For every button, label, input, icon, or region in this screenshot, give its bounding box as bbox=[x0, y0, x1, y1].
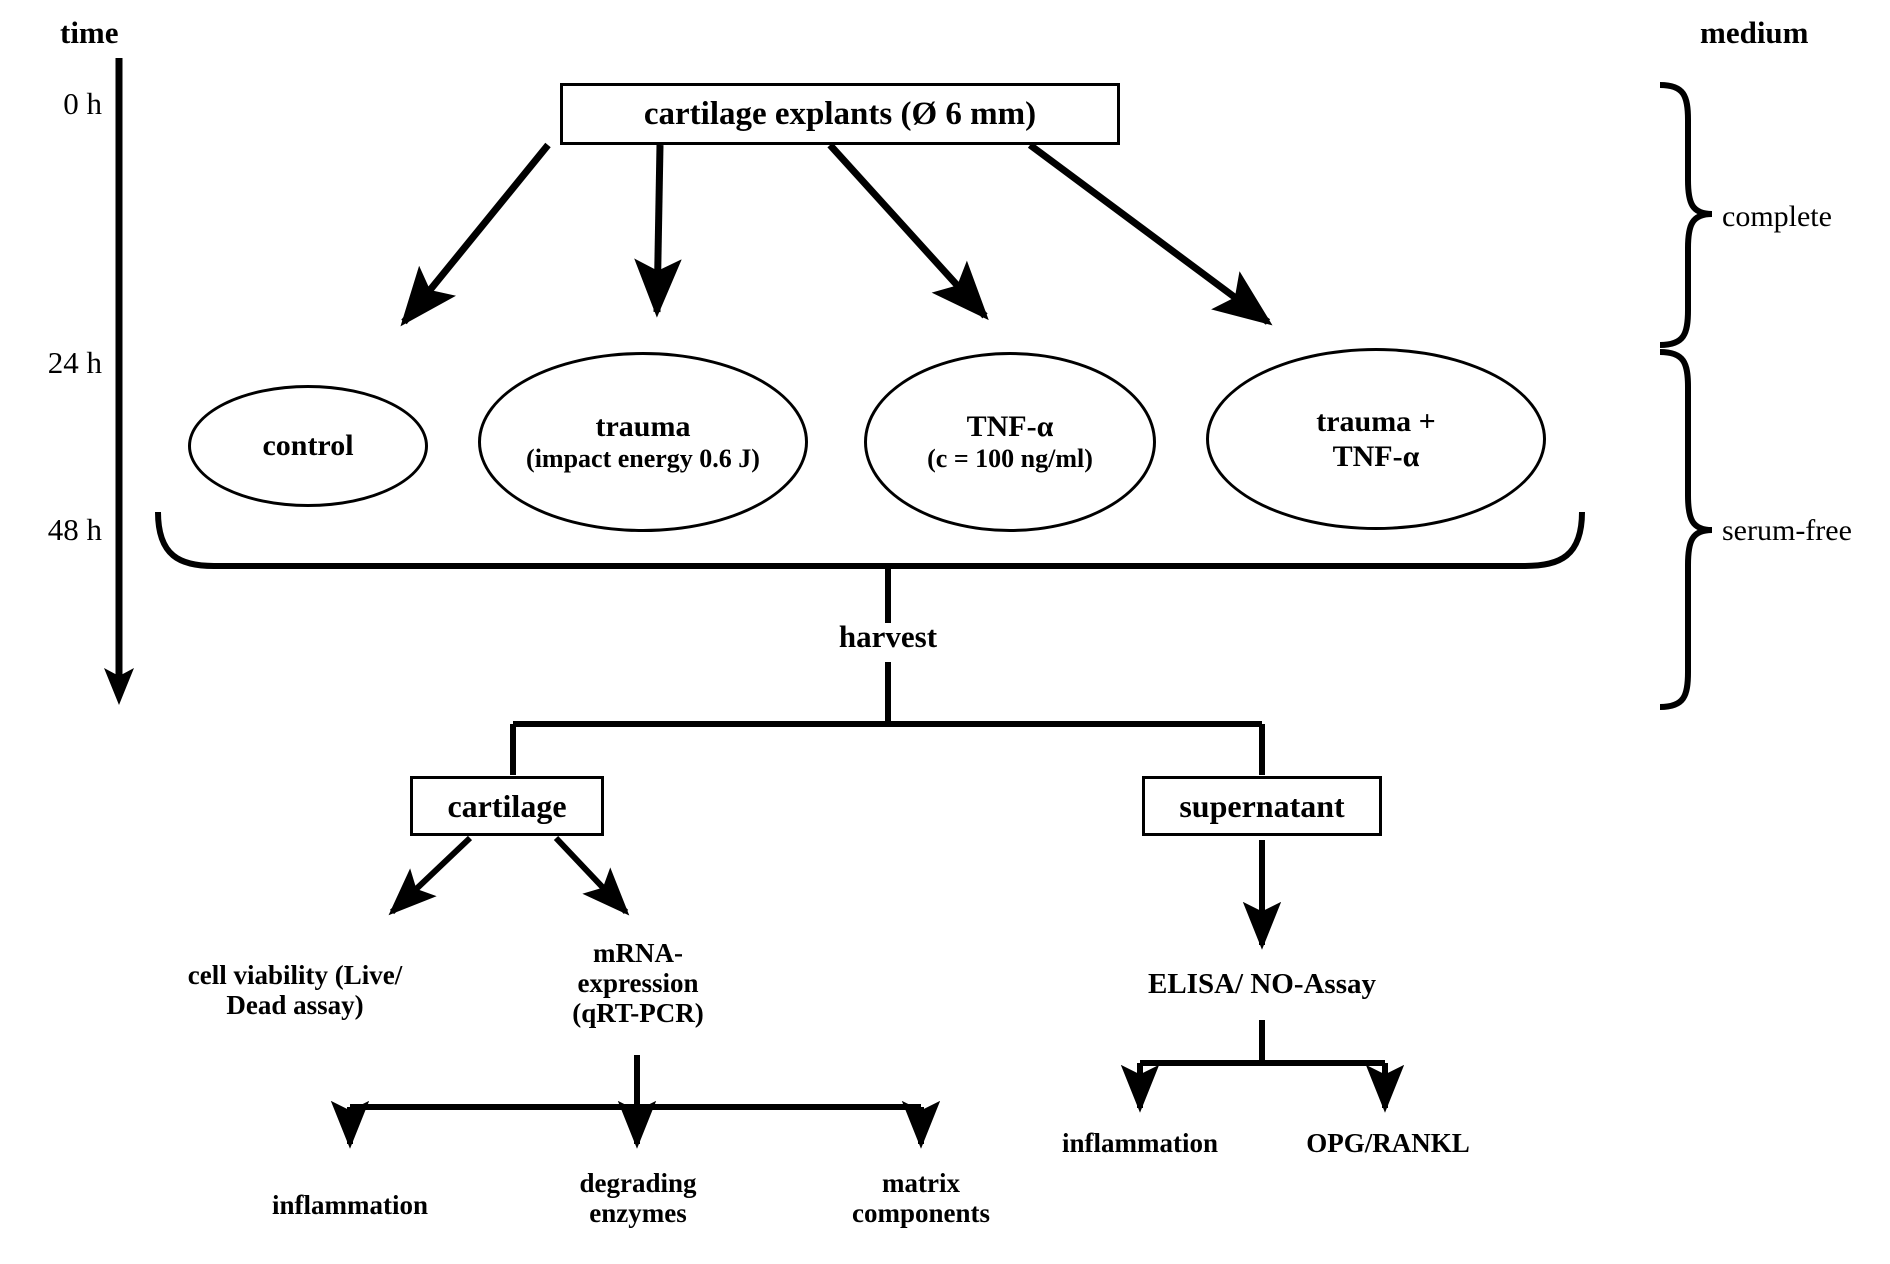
supernatant-box[interactable]: supernatant bbox=[1142, 776, 1382, 836]
medium-label-serum-free: serum-free bbox=[1722, 514, 1852, 547]
group-ellipse-trauma-tnf[interactable]: trauma + TNF-α bbox=[1206, 348, 1546, 530]
output-mrna-inflammation: inflammation bbox=[271, 1190, 428, 1220]
time-axis-title: time bbox=[60, 15, 119, 50]
group-trauma-line2: (impact energy 0.6 J) bbox=[526, 444, 760, 474]
group-ellipse-trauma[interactable]: trauma (impact energy 0.6 J) bbox=[478, 352, 808, 532]
cartilage-explants-box[interactable]: cartilage explants (Ø 6 mm) bbox=[560, 83, 1120, 145]
source-to-group-arrows bbox=[400, 142, 1273, 327]
output-supernatant-inflammation: inflammation bbox=[1061, 1128, 1218, 1158]
cartilage-explants-label: cartilage explants (Ø 6 mm) bbox=[643, 95, 1037, 132]
groups-collector-brace bbox=[155, 511, 1585, 623]
assay-cell-viability: cell viability (Live/ Dead assay) bbox=[187, 960, 403, 1021]
elisa-split bbox=[1120, 1020, 1405, 1113]
cartilage-box-label: cartilage bbox=[447, 787, 567, 824]
mrna-split bbox=[330, 1055, 941, 1149]
group-trauma-line1: trauma bbox=[595, 409, 691, 443]
harvest-split bbox=[510, 662, 1265, 775]
group-ellipse-control[interactable]: control bbox=[188, 385, 428, 507]
time-tick-24h: 24 h bbox=[47, 345, 102, 380]
assay-mrna-expression: mRNA- expression (qRT-PCR) bbox=[572, 938, 704, 1029]
cartilage-box[interactable]: cartilage bbox=[410, 776, 604, 836]
harvest-label: harvest bbox=[838, 619, 938, 654]
assay-elisa-no: ELISA/ NO-Assay bbox=[1147, 968, 1377, 1000]
time-tick-0h: 0 h bbox=[63, 86, 102, 121]
output-mrna-degrading-enzymes: degrading enzymes bbox=[579, 1168, 697, 1229]
supernatant-box-label: supernatant bbox=[1179, 787, 1345, 824]
medium-brace-complete bbox=[1659, 82, 1713, 348]
group-trauma-tnf-line1: trauma + bbox=[1316, 404, 1436, 438]
time-tick-48h: 48 h bbox=[47, 512, 102, 547]
medium-axis-title: medium bbox=[1700, 15, 1809, 50]
group-ellipse-tnf-alpha[interactable]: TNF-α (c = 100 ng/ml) bbox=[864, 352, 1156, 532]
medium-label-complete: complete bbox=[1722, 200, 1832, 233]
time-axis-arrow bbox=[104, 58, 134, 705]
group-control-line1: control bbox=[262, 429, 354, 463]
group-tnf-line1: TNF-α bbox=[966, 409, 1054, 443]
group-trauma-tnf-line2: TNF-α bbox=[1332, 440, 1420, 473]
output-mrna-matrix-components: matrix components bbox=[851, 1168, 990, 1229]
output-supernatant-opg-rankl: OPG/RANKL bbox=[1306, 1128, 1470, 1158]
cartilage-split bbox=[388, 835, 630, 916]
medium-brace-serum-free bbox=[1659, 349, 1713, 710]
group-tnf-line2: (c = 100 ng/ml) bbox=[927, 444, 1093, 474]
